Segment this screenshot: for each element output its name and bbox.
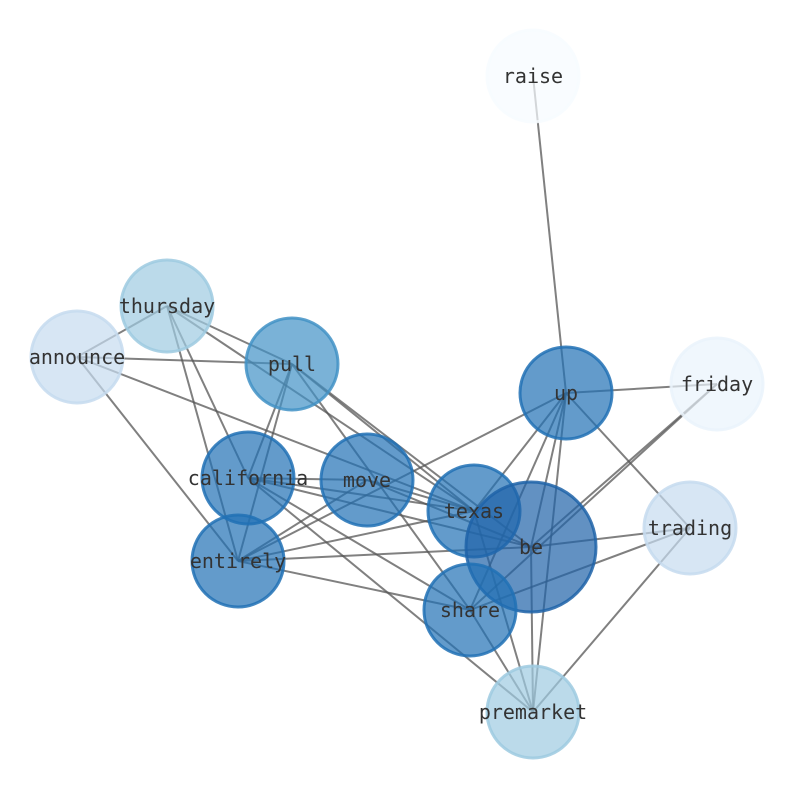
- node-label: thursday: [119, 294, 215, 318]
- node-entirely[interactable]: [190, 513, 286, 609]
- node-pull[interactable]: [244, 316, 340, 412]
- node-raise[interactable]: [485, 28, 581, 124]
- node-label: friday: [681, 372, 753, 396]
- node-label: move: [343, 468, 391, 492]
- node-label: raise: [503, 64, 563, 88]
- node-up[interactable]: [518, 345, 614, 441]
- node-label: texas: [444, 499, 504, 523]
- edge-premarket-california: [247, 477, 534, 713]
- node-thursday[interactable]: [119, 258, 215, 354]
- node-label: be: [519, 535, 543, 559]
- edges-layer: [76, 75, 718, 713]
- node-announce[interactable]: [29, 309, 125, 405]
- node-premarket[interactable]: [485, 664, 581, 760]
- node-label: up: [554, 381, 578, 405]
- node-label: premarket: [479, 700, 587, 724]
- node-share[interactable]: [422, 562, 518, 658]
- edge-thursday-texas: [166, 305, 475, 512]
- node-label: share: [440, 598, 500, 622]
- node-label: trading: [648, 516, 732, 540]
- node-label: pull: [268, 352, 316, 376]
- node-friday[interactable]: [669, 336, 765, 432]
- node-trading[interactable]: [642, 480, 738, 576]
- labels-layer: raise thursday announce pull up friday califor…: [29, 64, 753, 724]
- node-label: announce: [29, 345, 125, 369]
- node-label: california: [188, 466, 308, 490]
- node-label: entirely: [190, 549, 286, 573]
- nodes-layer: [29, 28, 765, 760]
- node-move[interactable]: [319, 432, 415, 528]
- edge-raise-up: [532, 75, 567, 394]
